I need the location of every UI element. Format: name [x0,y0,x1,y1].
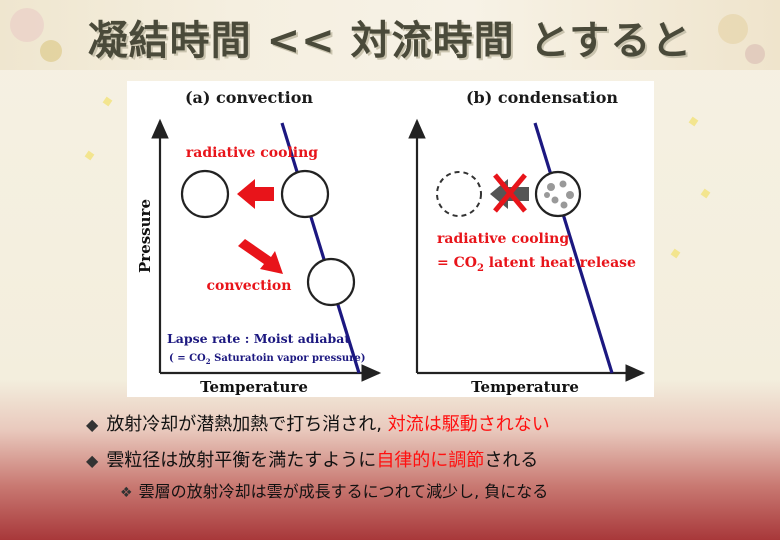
decorative-confetti [670,248,681,259]
panel-b-radiative-cooling-label: radiative cooling [437,231,569,247]
panel-a-lapse-note-post: Saturatoin vapor pressure) [211,353,366,364]
sub-bullet-text: 雲層の放射冷却は雲が成長するにつれて減少し, 負になる [138,482,549,501]
panel-a-convection-label: convection [207,278,292,294]
panel-b-moist-adiabat-line [533,122,614,374]
decorative-confetti [700,188,711,199]
ornament-bullet-icon: ❖ [120,485,133,501]
panel-a-parcel-lifted [306,257,356,307]
cloud-droplet [559,180,567,188]
panel-a-x-axis-label: Temperature [200,378,308,396]
bullet-highlight: 対流は駆動されない [387,414,550,435]
panel-a-convection-arrow [238,239,283,274]
panel-a-y-axis-label: Pressure [136,199,154,273]
decorative-header-band [0,0,780,70]
panel-b-latent-sub: 2 [477,263,484,274]
diamond-bullet-icon: ◆ [86,451,99,470]
decorative-confetti [688,116,699,127]
bullet-text: 雲粒径は放射平衡を満たすように [106,450,377,471]
panel-a-parcel-initial [280,169,330,219]
decorative-confetti [102,96,113,107]
panel-b-parcel-cloudy [534,170,582,218]
panel-b-latent-heat-label: = CO2 latent heat release [437,255,636,274]
panel-a-radiative-cooling-label: radiative cooling [186,145,318,161]
panel-a-cooling-arrow [237,179,274,209]
slide-title: 凝結時間 << 対流時間 とすると [87,18,693,64]
cloud-droplet [547,183,555,191]
panel-b-x-axis-label: Temperature [471,378,579,396]
decorative-flower [40,40,62,62]
panel-a-lapse-note-sub: 2 [206,357,211,366]
decorative-confetti [84,150,95,161]
panel-a-parcel-cooled [180,169,230,219]
panel-b-latent-post: latent heat release [484,255,636,271]
bullet-highlight: 自律的に調節 [376,450,485,471]
panel-b-title: (b) condensation [466,88,618,107]
cloud-droplet [544,192,550,198]
cloud-droplet [566,191,574,199]
panel-a-lapse-rate-note: ( = CO2 Saturatoin vapor pressure) [169,353,366,366]
decorative-flower [10,8,44,42]
bullet-text-after: される [484,450,539,471]
cloud-droplet [551,196,559,204]
decorative-flower [718,14,748,44]
panel-b-cross-mark-b [493,173,527,213]
panel-a-lapse-note-pre: ( = CO [169,353,206,364]
bullet-item: ◆ 放射冷却が潜熱加熱で打ち消され, 対流は駆動されない [86,410,550,436]
bullet-item: ◆ 雲粒径は放射平衡を満たすように自律的に調節される [86,446,538,472]
panel-a-lapse-rate-label: Lapse rate : Moist adiabat [167,331,350,346]
diamond-bullet-icon: ◆ [86,415,99,434]
panel-b-latent-pre: = CO [437,255,477,271]
cloud-droplet [560,201,568,209]
panel-a-moist-adiabat-line [280,122,361,374]
panel-a-title: (a) convection [185,88,313,107]
figure-svg: (a) convection Pressure Temperature radi… [136,88,646,396]
panel-b-parcel-dashed [436,171,482,217]
decorative-flower [745,44,765,64]
bullet-text: 放射冷却が潜熱加熱で打ち消され, [106,414,388,435]
sub-bullet-item: ❖ 雲層の放射冷却は雲が成長するにつれて減少し, 負になる [120,478,548,502]
figure-panel: (a) convection Pressure Temperature radi… [127,81,654,397]
